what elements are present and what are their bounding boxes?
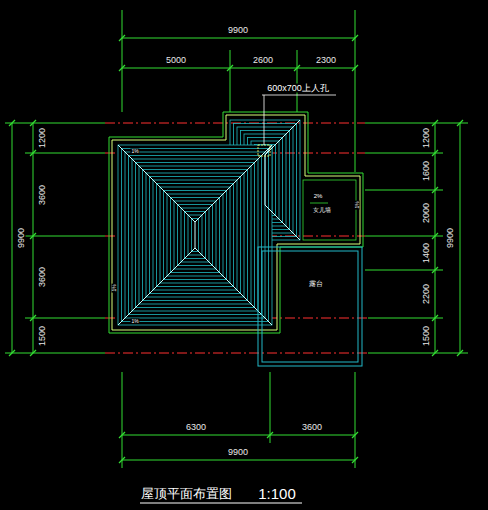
dimension-text: 5000 xyxy=(165,56,187,65)
dimension-tick xyxy=(9,120,15,126)
hip-line xyxy=(118,145,195,222)
dimension-tick xyxy=(30,233,36,239)
roof-hatch xyxy=(174,201,216,269)
dimension-text: 600x700上人孔 xyxy=(266,84,330,93)
dimension-tick xyxy=(227,65,233,71)
dimension-tick xyxy=(30,350,36,356)
dimension-text: 9900 xyxy=(227,448,249,457)
dimension-tick xyxy=(352,457,358,463)
dimension-tick xyxy=(432,150,438,156)
dimension-tick xyxy=(267,432,273,438)
dimension-tick xyxy=(30,315,36,321)
note-text: 露台 xyxy=(308,280,324,287)
note-text: 1% xyxy=(130,319,139,324)
dimension-tick xyxy=(432,315,438,321)
hip-roof xyxy=(118,120,300,325)
roof-hatch xyxy=(181,208,209,262)
dimension-tick xyxy=(30,150,36,156)
parapet-walls xyxy=(109,95,363,503)
roof-hatch xyxy=(136,163,255,308)
dimension-tick xyxy=(432,267,438,273)
hip-line xyxy=(118,248,195,325)
dimension-tick xyxy=(352,35,358,41)
dimension-text: 3600 xyxy=(38,184,47,206)
roof-hatch xyxy=(167,194,223,276)
dimension-text: 1400 xyxy=(422,242,431,264)
dimension-text: 2300 xyxy=(315,56,337,65)
dimension-tick xyxy=(457,120,463,126)
dimension-ticks xyxy=(9,35,463,463)
roof-hatch xyxy=(125,152,265,318)
dimension-tick xyxy=(119,432,125,438)
dimension-tick xyxy=(294,65,300,71)
roof-hatch xyxy=(192,219,199,252)
roof-hatch xyxy=(153,180,237,290)
hip-line xyxy=(195,222,196,248)
roof-hatch xyxy=(143,170,248,301)
hip-line xyxy=(265,205,300,240)
hip-line xyxy=(265,145,272,155)
hip-line xyxy=(265,155,266,205)
dimension-tick xyxy=(30,120,36,126)
note-text: 1% xyxy=(112,283,117,292)
roof-hatch xyxy=(132,159,258,311)
dimension-text: 3600 xyxy=(301,423,323,432)
note-text: 1% xyxy=(355,200,360,209)
dimension-tick xyxy=(432,350,438,356)
roof-hatch xyxy=(171,198,220,273)
roof-hatch xyxy=(150,177,241,294)
roof-hatch xyxy=(118,145,272,325)
axis-lines xyxy=(105,123,368,353)
roof-hatch xyxy=(178,205,213,266)
dimension-text: 1600 xyxy=(422,160,431,182)
dimension-lines xyxy=(5,10,468,468)
note-text: 女儿墙 xyxy=(312,207,332,213)
dimension-tick xyxy=(457,350,463,356)
dimension-text: 2600 xyxy=(252,56,274,65)
hip-line xyxy=(195,145,272,222)
roof-hatch xyxy=(139,166,251,304)
dimension-text: 9900 xyxy=(446,227,455,249)
note-text: 1:100 xyxy=(257,486,297,501)
note-text: 2% xyxy=(313,193,324,199)
roof-hatch xyxy=(129,156,262,315)
roof-hatch xyxy=(122,149,269,322)
roof-hatch xyxy=(164,191,227,280)
dimension-text: 9900 xyxy=(17,227,26,249)
dimension-text: 1200 xyxy=(422,127,431,149)
dimension-tick xyxy=(119,35,125,41)
dimension-text: 9900 xyxy=(227,26,249,35)
dimension-text: 1500 xyxy=(422,325,431,347)
dimension-tick xyxy=(352,432,358,438)
roof-hatch xyxy=(146,173,244,297)
dimension-text: 3600 xyxy=(38,266,47,288)
roof-mask xyxy=(118,145,272,325)
dimension-text: 1200 xyxy=(38,127,47,149)
dimension-text: 2000 xyxy=(422,202,431,224)
roof-hatch xyxy=(157,184,234,287)
dimension-text: 1500 xyxy=(38,325,47,347)
dimension-tick xyxy=(432,187,438,193)
roof-hatch xyxy=(185,212,206,259)
dimension-tick xyxy=(9,350,15,356)
hip-line xyxy=(195,248,272,325)
roof-hatch xyxy=(160,187,230,283)
roof-hatch xyxy=(188,215,202,255)
dimension-tick xyxy=(432,233,438,239)
dimension-text: 2200 xyxy=(422,283,431,305)
dimension-tick xyxy=(119,65,125,71)
dimension-tick xyxy=(119,457,125,463)
dimension-tick xyxy=(432,120,438,126)
note-text: 1% xyxy=(130,149,139,154)
drawing-title: 屋顶平面布置图 xyxy=(140,487,233,500)
dimension-text: 6300 xyxy=(185,423,207,432)
dimension-tick xyxy=(352,65,358,71)
